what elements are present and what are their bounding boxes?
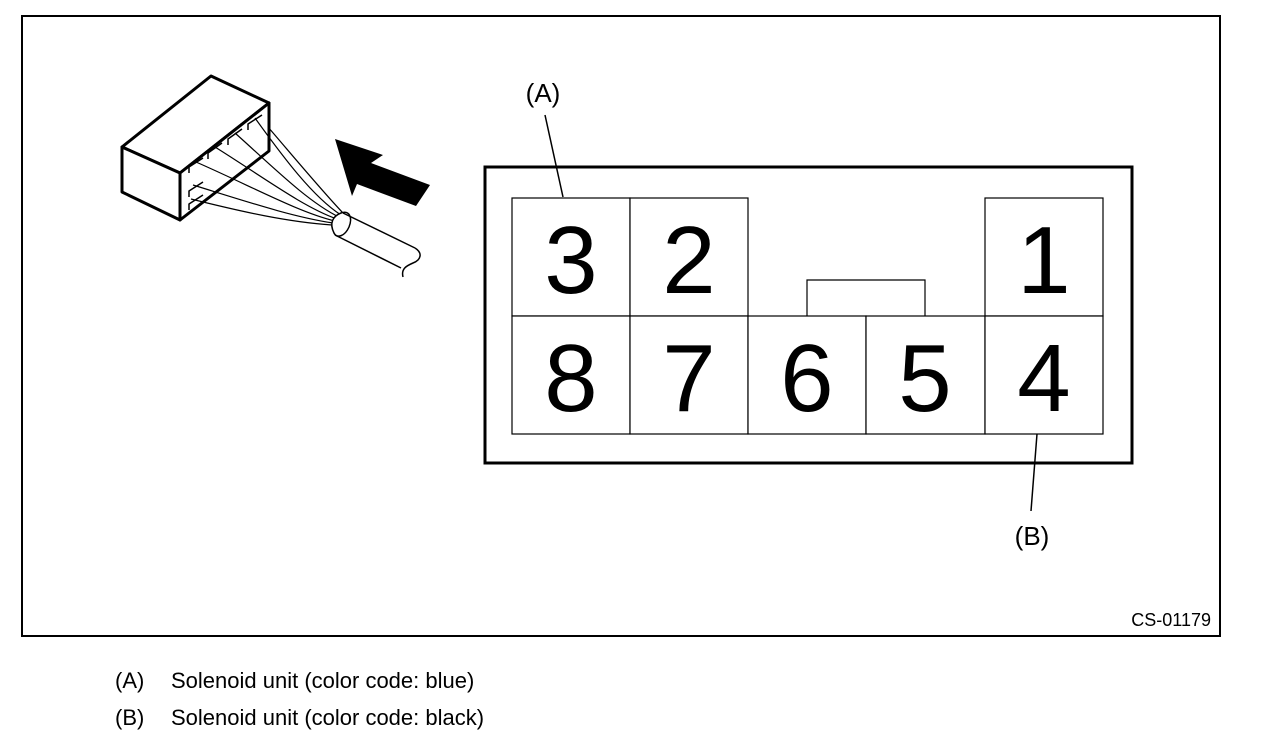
- pin-label: 1: [1017, 207, 1070, 314]
- pin-label: 7: [662, 325, 715, 432]
- connector-latch: [806, 279, 926, 316]
- legend-text: Solenoid unit (color code: black): [171, 705, 485, 730]
- pin-label: 2: [662, 207, 715, 314]
- pin-label: 3: [544, 207, 597, 314]
- legend-text: Solenoid unit (color code: blue): [171, 668, 475, 693]
- legend-tag: (A): [115, 668, 145, 693]
- callout-b-label: (B): [1015, 521, 1050, 551]
- figure-id: CS-01179: [1131, 610, 1211, 630]
- direction-arrow: [335, 139, 430, 206]
- legend-item: (B) Solenoid unit (color code: black): [115, 705, 484, 731]
- connector-sketch: [120, 74, 421, 278]
- connector-top-row: [511, 197, 1104, 317]
- legend-tag: (B): [115, 705, 145, 730]
- pin-label: 8: [544, 325, 597, 432]
- callout-a-label: (A): [526, 78, 561, 108]
- connector-diagram: 3 2 1 8 7 6 5 4 (A) (B): [120, 74, 1134, 551]
- figure-frame: 3 2 1 8 7 6 5 4 (A) (B) CS-01179: [21, 15, 1221, 637]
- callout-a-leader: [544, 114, 564, 198]
- callout-b-leader: [1030, 433, 1038, 512]
- pin-label: 5: [898, 325, 951, 432]
- legend-item: (A) Solenoid unit (color code: blue): [115, 668, 474, 694]
- connector-bottom-row: [511, 315, 1104, 435]
- pin-label: 6: [780, 325, 833, 432]
- pin-label: 4: [1017, 325, 1070, 432]
